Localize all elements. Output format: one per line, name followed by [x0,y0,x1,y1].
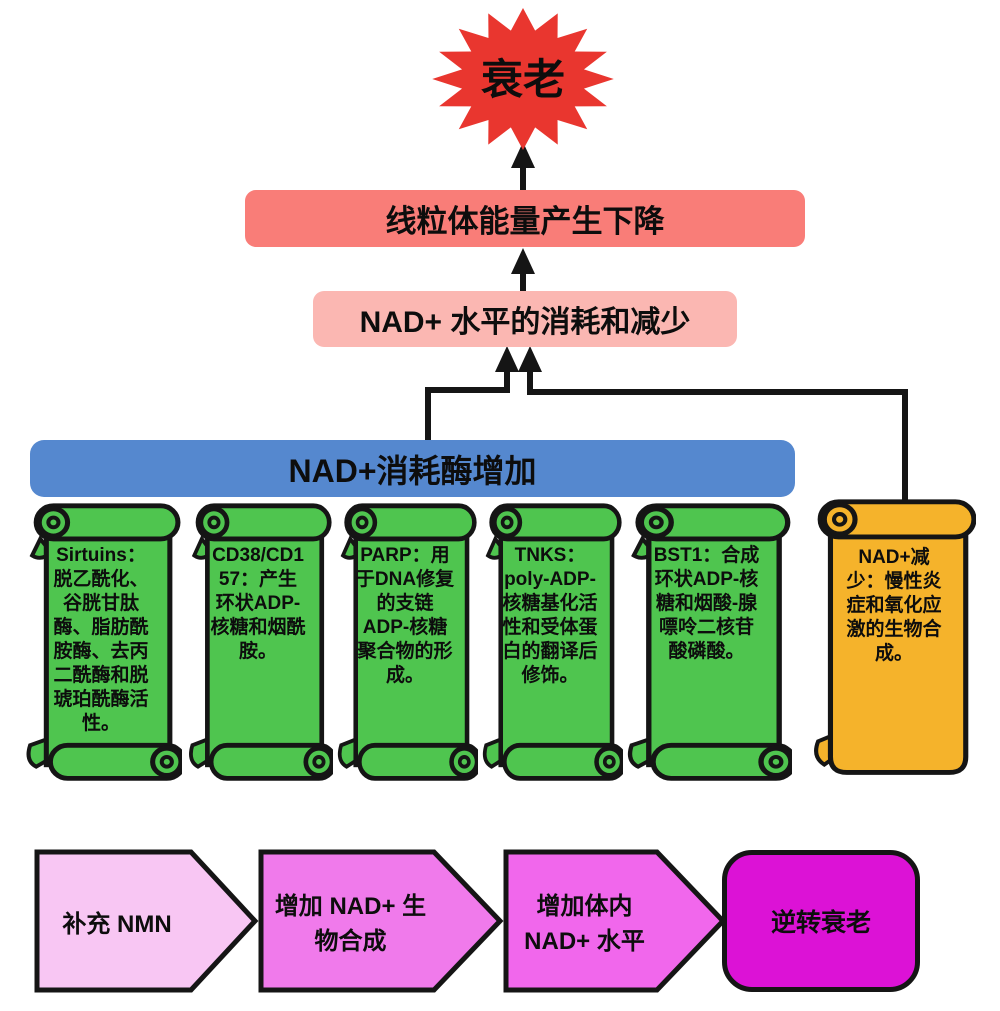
nad-depletion-box: NAD+ 水平的消耗和减少 [313,291,737,347]
aging-burst: 衰老 [428,4,618,152]
scroll-bst1: BST1：合成 环状ADP-核 糖和烟酸-腺 嘌呤二核苷 酸磷酸。 [621,500,792,792]
scroll-nad-decrease-text: NAD+减 少：慢性炎 症和氧化应 激的生物合 成。 [846,547,942,664]
arrow-banner-to-nad [425,370,510,446]
burst-label: 衰老 [480,55,565,103]
flow-step-reverse-aging: 逆转衰老 [722,850,920,992]
scroll-parp-text: PARP：用 于DNA修复 的支链 ADP-核糖 聚合物的形 成。 [355,545,455,686]
flow-step-nad-level-label: 增加体内 NAD+ 水平 [524,893,645,955]
mitochondria-box: 线粒体能量产生下降 [245,190,805,247]
flow-step-nad-level: 增加体内 NAD+ 水平 [502,848,727,994]
arrowhead-nad-left [495,346,519,372]
flow-step-biosynthesis: 增加 NAD+ 生 物合成 [257,848,504,994]
scroll-nad-decrease: NAD+减 少：慢性炎 症和氧化应 激的生物合 成。 [812,496,976,788]
flow-step-nad-level-shape [503,849,727,993]
flow-step-nmn-shape [34,849,259,993]
flow-step-reverse-aging-label: 逆转衰老 [770,909,871,937]
arrowhead-mito [511,248,535,274]
flow-step-biosynthesis-label: 增加 NAD+ 生 物合成 [274,893,427,955]
flow-step-biosynthesis-shape [258,849,504,993]
scroll-cd38-cd157: CD38/CD1 57：产生 环状ADP- 核糖和烟酰 胺。 [183,500,333,792]
scroll-sirtuins: Sirtuins： 脱乙酰化、 谷胱甘肽 酶、脂肪酰 胺酶、去丙 二酰酶和脱 琥… [20,500,182,792]
scroll-tnks-text: TNKS： poly-ADP- 核糖基化活 性和受体蛋 白的翻译后 修饰。 [502,545,598,686]
mitochondria-label: 线粒体能量产生下降 [385,204,665,239]
flow-step-nmn-label: 补充 NMN [62,910,172,938]
scroll-parp: PARP：用 于DNA修复 的支链 ADP-核糖 聚合物的形 成。 [332,500,478,792]
arrowhead-nad-right [518,346,542,372]
nad-depletion-label: NAD+ 水平的消耗和减少 [359,306,691,339]
enzyme-banner: NAD+消耗酶增加 [30,440,795,497]
flow-step-nmn: 补充 NMN [33,848,259,994]
scroll-sirtuins-text: Sirtuins： 脱乙酰化、 谷胱甘肽 酶、脂肪酰 胺酶、去丙 二酰酶和脱 琥… [53,545,149,734]
burst-polygon [432,7,614,151]
scroll-cd38-text: CD38/CD1 57：产生 环状ADP- 核糖和烟酰 胺。 [210,545,306,662]
scroll-bst1-text: BST1：合成 环状ADP-核 糖和烟酸-腺 嘌呤二核苷 酸磷酸。 [653,545,760,662]
enzyme-banner-label: NAD+消耗酶增加 [288,452,537,489]
scroll-tnks: TNKS： poly-ADP- 核糖基化活 性和受体蛋 白的翻译后 修饰。 [477,500,623,792]
